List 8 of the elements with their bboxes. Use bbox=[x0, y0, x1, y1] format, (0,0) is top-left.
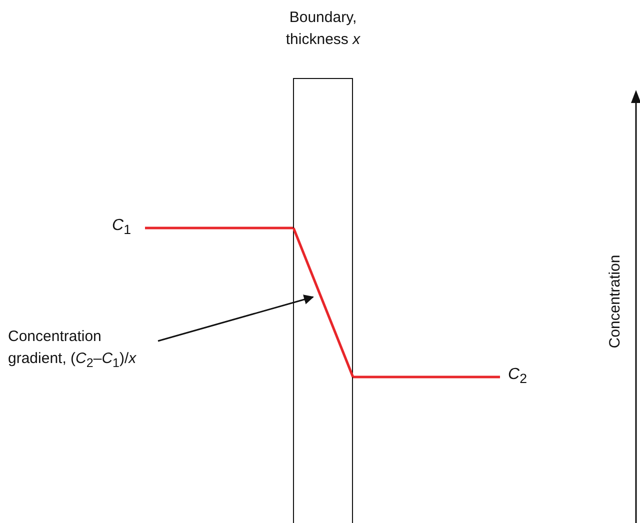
concentration-value-label: C$_{1}$ bbox=[112, 217, 131, 238]
axis-label: Concentration bbox=[606, 254, 624, 350]
concentration-value-label: C$_{2}$ bbox=[508, 366, 527, 386]
leader-arrow bbox=[158, 294, 314, 342]
gradient-line bbox=[292, 226, 354, 378]
boundary-wall bbox=[293, 78, 353, 523]
boundary-heading: Boundary, thickness x bbox=[284, 8, 362, 50]
gradient-label: Concentration gradient, (C$_{2}$–C$_{1}$)/x bbox=[8, 326, 158, 374]
